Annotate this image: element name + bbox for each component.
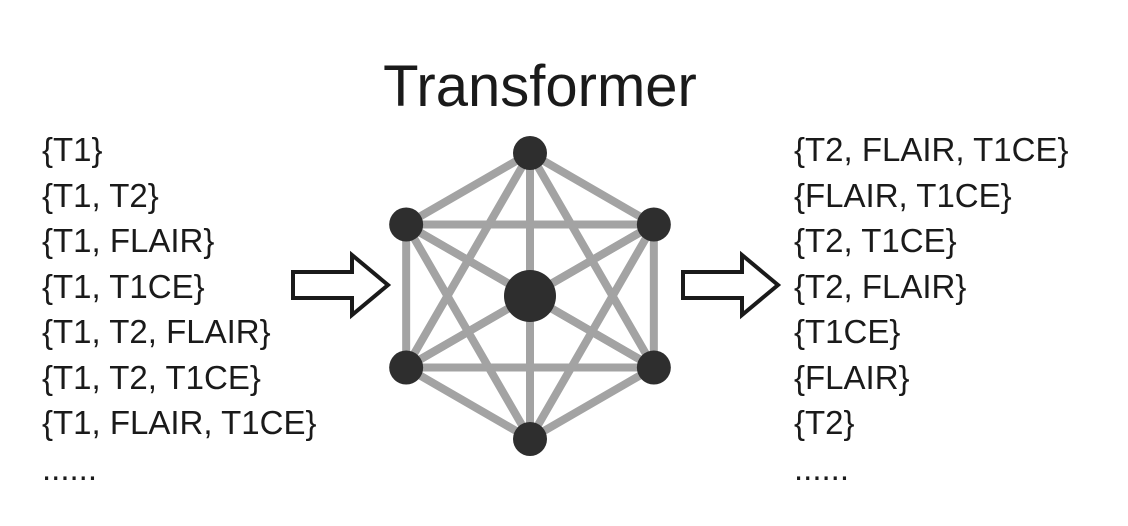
input-arrow bbox=[291, 250, 392, 320]
outer-node bbox=[636, 350, 671, 385]
input-set-item: {T1, T1CE} bbox=[42, 267, 205, 305]
network-edge bbox=[526, 149, 658, 229]
outer-node bbox=[513, 422, 547, 456]
outer-node bbox=[389, 350, 424, 385]
diagram-title: Transformer bbox=[383, 54, 697, 119]
output-set-item: {T2, T1CE} bbox=[794, 222, 957, 259]
network-edge bbox=[402, 149, 534, 229]
outer-node bbox=[513, 136, 547, 170]
output-set-item: {T2, FLAIR, T1CE} bbox=[794, 131, 1069, 168]
network-nodes bbox=[389, 136, 671, 456]
output-modality-list: {T2, FLAIR, T1CE} {FLAIR, T1CE} {T2, T1C… bbox=[794, 127, 1069, 491]
output-arrow bbox=[681, 250, 782, 320]
output-set-item: {T2} bbox=[794, 404, 855, 441]
outer-node bbox=[389, 207, 424, 242]
input-set-item: {T1, T2, FLAIR} bbox=[42, 313, 271, 350]
output-set-item: {FLAIR, T1CE} bbox=[794, 176, 1012, 214]
output-set-item: {FLAIR} bbox=[794, 358, 910, 396]
output-set-item: {T2, FLAIR} bbox=[794, 267, 967, 305]
center-node bbox=[504, 270, 556, 322]
input-set-item: {T1, T2, T1CE} bbox=[42, 358, 261, 396]
input-set-item: {T1, T2} bbox=[42, 176, 159, 214]
input-ellipsis: ...... bbox=[42, 449, 98, 487]
output-set-item: {T1CE} bbox=[794, 313, 901, 350]
input-set-item: {T1, FLAIR} bbox=[42, 222, 215, 259]
input-set-item: {T1, FLAIR, T1CE} bbox=[42, 404, 317, 441]
network-edge bbox=[402, 363, 534, 443]
outer-node bbox=[636, 207, 671, 242]
input-set-item: {T1} bbox=[42, 131, 103, 168]
output-ellipsis: ...... bbox=[794, 449, 850, 487]
input-modality-list: {T1} {T1, T2} {T1, FLAIR} {T1, T1CE} {T1… bbox=[42, 127, 317, 491]
network-edge bbox=[526, 363, 658, 443]
